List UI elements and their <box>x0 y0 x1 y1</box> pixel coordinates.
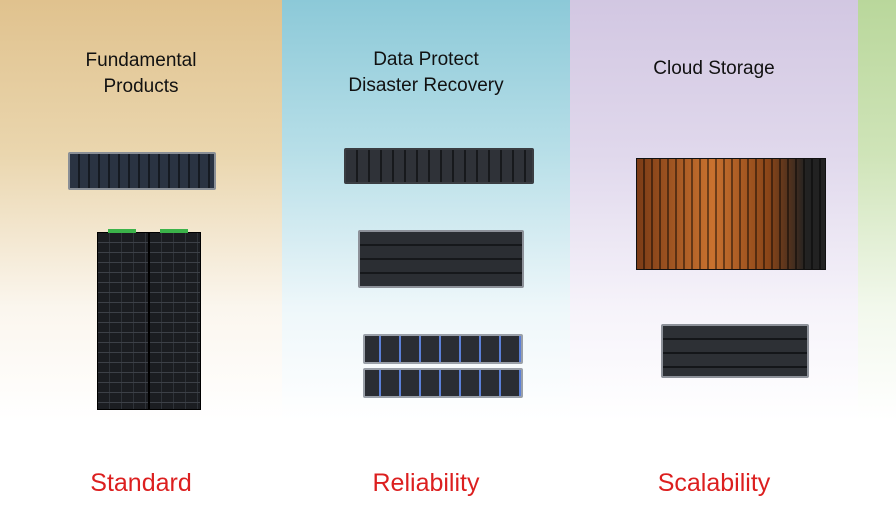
rack-server-2u-bottom-image <box>363 368 523 398</box>
tower-cabinet-right-image <box>149 229 201 410</box>
column-heading: Data Protect Disaster Recovery <box>282 47 570 99</box>
heading-line: Fundamental <box>85 50 197 71</box>
column-heading: Cloud Storage <box>570 56 858 82</box>
rack-server-4u-image <box>358 230 524 288</box>
storage-enclosure-image <box>661 324 809 378</box>
rack-server-image <box>68 152 216 190</box>
heading-line: Products <box>103 76 179 97</box>
heading-line: Cloud Storage <box>653 58 775 79</box>
heading-line: Disaster Recovery <box>348 75 504 96</box>
column-heading: Fundamental Products <box>0 48 282 100</box>
edge-stripe <box>858 0 896 513</box>
column-footer-label: Standard <box>90 469 192 497</box>
tower-cabinet-left-image <box>97 229 149 410</box>
rack-server-2u-top-image <box>363 334 523 364</box>
cloud-storage-cabinet-image <box>636 158 826 270</box>
rack-server-1u-image <box>344 148 534 184</box>
column-footer-label: Scalability <box>657 469 771 497</box>
column-footer-label: Reliability <box>372 469 480 497</box>
heading-line: Data Protect <box>373 49 479 70</box>
